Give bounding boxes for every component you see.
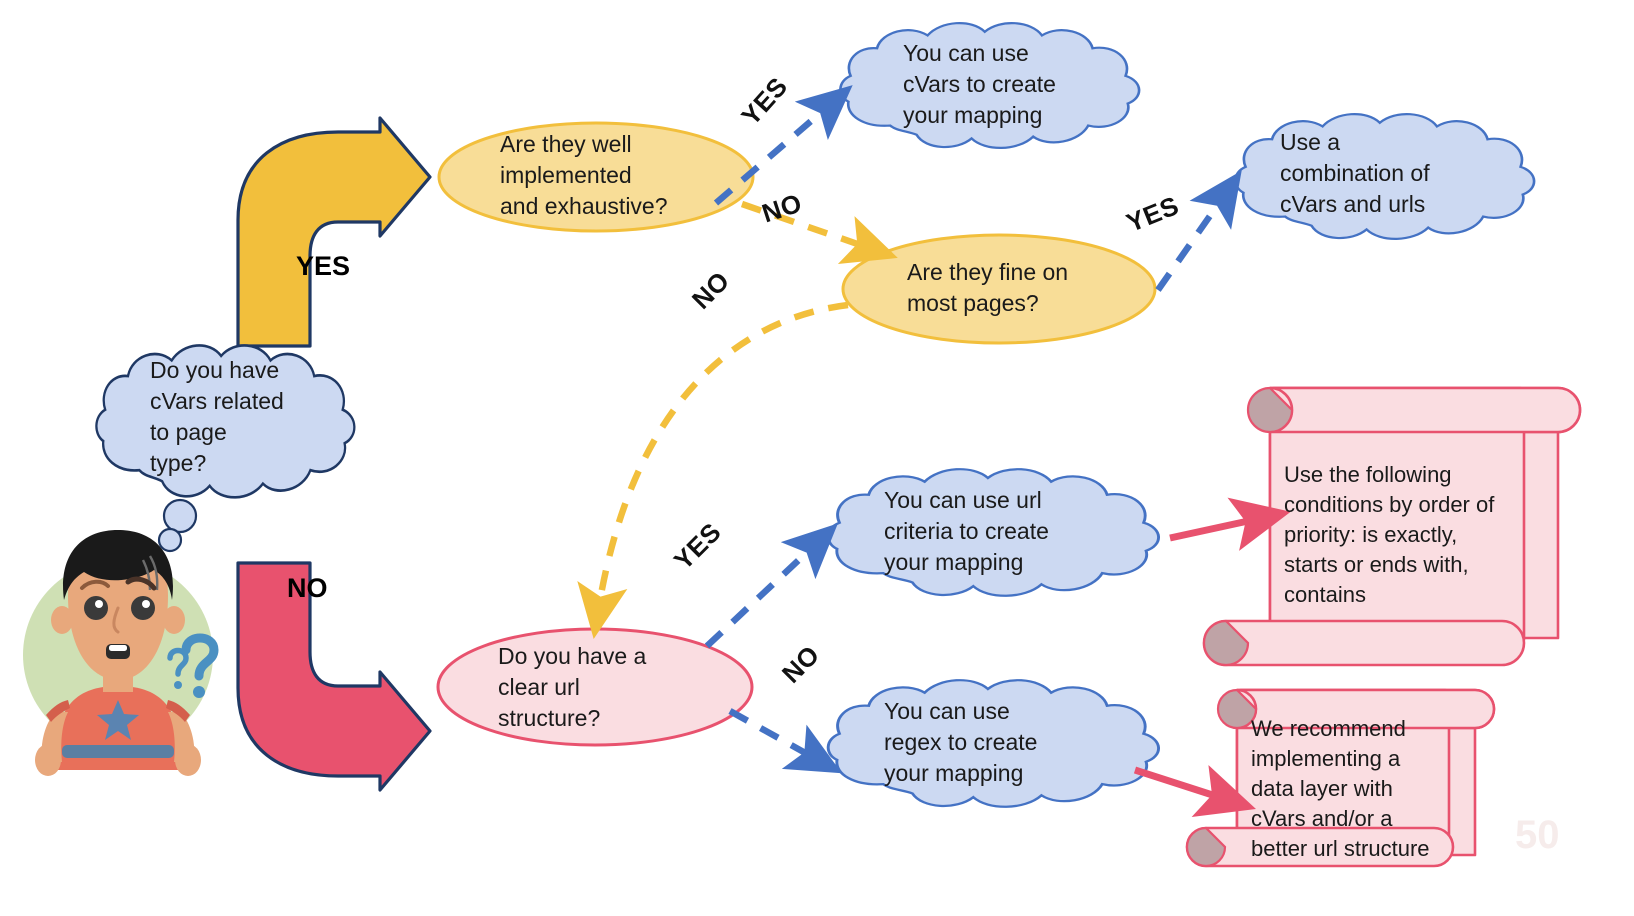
node-cvars-mapping-cloud [839,21,1141,150]
no-big-arrow-label: NO [287,573,328,603]
connector-no-fine-pages [740,200,898,265]
connector-yes-combination [1155,170,1242,292]
node-fine-most-pages-ellipse [841,233,1157,345]
connector-no-regex [728,708,842,774]
no-big-arrow [236,561,432,792]
yes-big-arrow-label: YES [296,251,351,281]
node-recommend-scroll [1185,688,1496,868]
node-start-cloud [95,344,356,553]
connector-yes-cvars [713,85,853,206]
connector-yes-url-criteria [704,523,838,649]
yes-big-arrow [236,116,432,348]
node-conditions-scroll [1202,386,1582,667]
watermark-label: 50 [1515,813,1560,857]
node-url-criteria-cloud [826,467,1161,598]
node-well-implemented-ellipse [437,121,755,233]
node-regex-cloud [826,678,1161,809]
node-combination-cloud [1234,112,1536,241]
connector-no-clear-url [577,301,849,639]
connector-regex-to-recommend [1133,764,1256,817]
confused-boy-illustration [23,530,219,776]
node-clear-url-ellipse [436,627,754,747]
connector-url-criteria-to-conditions [1169,497,1291,551]
